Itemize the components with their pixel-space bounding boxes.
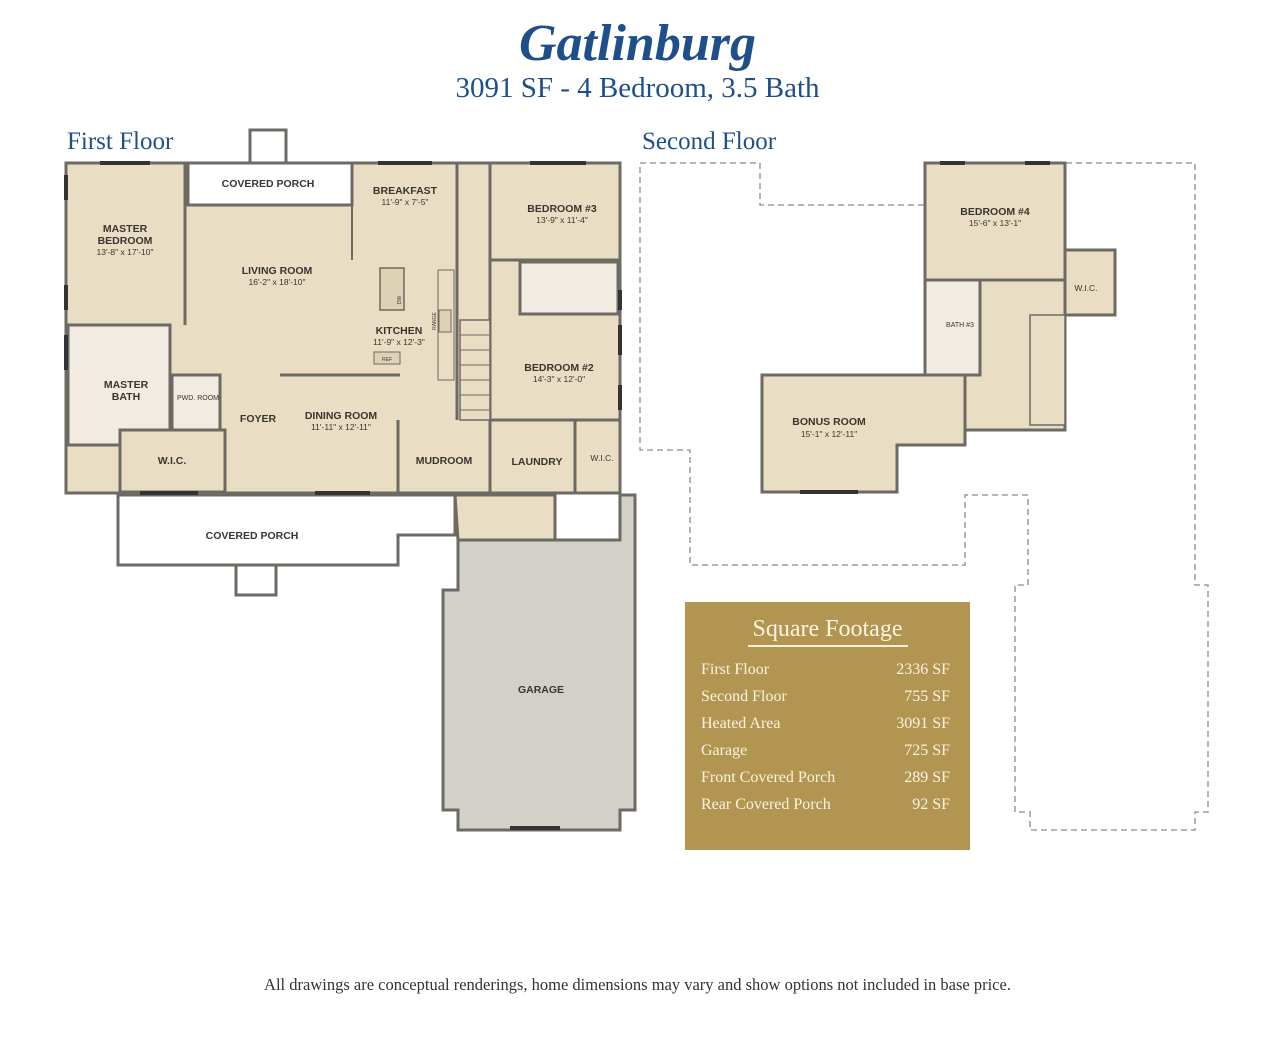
sf-value: 92 SF	[912, 796, 950, 813]
label-foyer: FOYER	[240, 413, 277, 425]
dim-breakfast: 11'-9" x 7'-5"	[382, 197, 429, 207]
room-wic-bed4	[1063, 248, 1117, 317]
second-floor-label: Second Floor	[642, 128, 777, 155]
label-laundry: LAUNDRY	[512, 456, 563, 468]
sf-row: Front Covered Porch 289 SF	[685, 769, 970, 796]
room-bonus-room	[760, 373, 967, 494]
room-bath-2	[518, 260, 620, 316]
label-covered-porch-rear: COVERED PORCH	[222, 178, 315, 190]
sf-row: Rear Covered Porch 92 SF	[685, 796, 970, 823]
plan-subtitle: 3091 SF - 4 Bedroom, 3.5 Bath	[455, 72, 820, 104]
sf-value: 289 SF	[904, 769, 950, 786]
label-range: RANGE	[432, 311, 438, 329]
room-master-bath	[66, 323, 172, 447]
label-master-bath-1: MASTER	[104, 379, 149, 391]
label-pwd-room: PWD. ROOM	[177, 395, 219, 402]
sf-row: Second Floor 755 SF	[685, 688, 970, 715]
second-floor-plan	[639, 161, 1209, 831]
sf-label: Rear Covered Porch	[701, 796, 831, 813]
sf-row: Garage 725 SF	[685, 742, 970, 769]
room-pwd-room	[170, 373, 222, 432]
label-kitchen: KITCHEN	[376, 325, 423, 337]
range	[438, 309, 452, 333]
dim-bedroom-4: 15'-6" x 13'-1"	[969, 218, 1021, 228]
label-breakfast: BREAKFAST	[373, 185, 438, 197]
sf-label: Front Covered Porch	[701, 769, 836, 786]
first-floor-label: First Floor	[67, 128, 174, 155]
label-bath-3: BATH #3	[946, 322, 974, 329]
sf-value: 725 SF	[904, 742, 950, 759]
dim-living-room: 16'-2" x 18'-10"	[248, 277, 305, 287]
room-bedroom-4	[923, 161, 1067, 282]
front-steps	[234, 563, 278, 597]
label-bedroom-3: BEDROOM #3	[527, 203, 597, 215]
square-footage-title: Square Footage	[752, 616, 903, 642]
plan-title: Gatlinburg	[519, 15, 756, 72]
sf-label: Heated Area	[701, 715, 781, 732]
label-ref: REF	[382, 357, 392, 363]
disclaimer: All drawings are conceptual renderings, …	[264, 975, 1011, 994]
label-master-bedroom-2: BEDROOM	[98, 235, 153, 247]
label-wic-bed2: W.I.C.	[590, 453, 613, 463]
room-garage	[441, 493, 637, 832]
sf-value: 3091 SF	[896, 715, 950, 732]
room-wic-master	[118, 428, 227, 494]
label-bedroom-2: BEDROOM #2	[524, 362, 594, 374]
sf-label: Second Floor	[701, 688, 787, 705]
sf-label: Garage	[701, 742, 748, 759]
dim-bonus-room: 15'-1" x 12'-11"	[801, 429, 857, 439]
label-dw: DW	[397, 296, 403, 305]
dim-master-bedroom: 13'-8" x 17'-10"	[96, 247, 153, 257]
refrigerator	[373, 351, 401, 365]
kitchen-island	[379, 267, 405, 311]
rear-steps	[248, 128, 288, 167]
label-wic-master: W.I.C.	[158, 455, 187, 467]
dim-kitchen: 11'-9" x 12'-3"	[373, 337, 425, 347]
label-covered-porch-front: COVERED PORCH	[206, 530, 299, 542]
label-master-bath-2: BATH	[112, 391, 140, 403]
label-dining-room: DINING ROOM	[305, 410, 378, 422]
label-garage: GARAGE	[518, 684, 564, 696]
sf-row: First Floor 2336 SF	[685, 661, 970, 688]
stairs	[459, 319, 491, 421]
label-mudroom: MUDROOM	[416, 455, 473, 467]
dim-bedroom-3: 13'-9" x 11'-4"	[536, 215, 588, 225]
sf-row: Heated Area 3091 SF	[685, 715, 970, 742]
dim-bedroom-2: 14'-3" x 12'-0"	[533, 374, 585, 384]
label-bedroom-4: BEDROOM #4	[960, 206, 1030, 218]
room-covered-porch-rear	[186, 161, 354, 207]
first-floor-plan	[64, 128, 637, 832]
label-wic-bed4: W.I.C.	[1074, 283, 1097, 293]
label-master-bedroom-1: MASTER	[103, 223, 148, 235]
label-bonus-room: BONUS ROOM	[792, 416, 866, 428]
label-living-room: LIVING ROOM	[242, 265, 313, 277]
sf-value: 755 SF	[904, 688, 950, 705]
upper-stairs	[1029, 314, 1066, 426]
square-footage-panel: Square Footage First Floor 2336 SF Second …	[685, 602, 970, 850]
sf-value: 2336 SF	[896, 661, 950, 678]
dim-dining-room: 11'-11" x 12'-11"	[311, 422, 371, 432]
sf-label: First Floor	[701, 661, 770, 678]
